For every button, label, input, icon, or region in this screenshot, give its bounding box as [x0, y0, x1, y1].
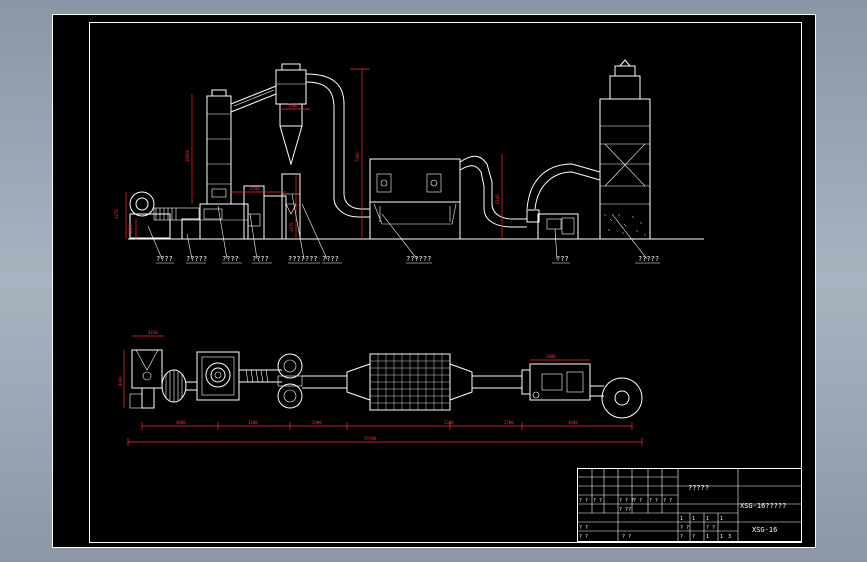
tb-cell-r7c1: ? ?: [579, 525, 588, 531]
callout-7: ??????: [406, 255, 431, 263]
dim-plan-seg-4: 5300: [444, 420, 454, 425]
tb-cell-r5c1: ? ?: [579, 498, 588, 504]
tb-right-9: 1: [706, 534, 709, 540]
tb-right-2: 1: [692, 516, 695, 522]
tb-cell-r5c6: ? ?: [663, 498, 672, 504]
dim-plan-seg-2: 3100: [248, 420, 258, 425]
tb-right-6: ? ?: [706, 525, 715, 531]
dim-elev-6: 2870: [289, 222, 294, 232]
dim-plan-top-2: 2800: [546, 354, 556, 359]
sheet-border: [52, 14, 816, 548]
dim-elev-8: 5300: [288, 103, 298, 108]
dim-plan-seg-5: 2700: [504, 420, 514, 425]
tb-right-8: ?: [692, 534, 695, 540]
title-block: ????? XSG-16????? XSG-16 ? ? ? ? ? ? ? ?…: [577, 468, 802, 542]
dim-elev-3: 10600: [185, 149, 190, 162]
dim-plan-top-1: 4410: [148, 330, 158, 335]
cad-viewport[interactable]: 2270 1850 10600 7000 5100 2870 2500 5300: [52, 14, 816, 548]
frame-border: [89, 22, 802, 543]
tb-right-3: 1: [706, 516, 709, 522]
tb-cell-r8c2: ? ?: [622, 534, 631, 540]
dim-plan-seg-6: 4400: [568, 420, 578, 425]
callout-9: ?????: [638, 255, 659, 263]
tb-right-11: 3: [728, 534, 731, 540]
callout-8: ???: [556, 255, 569, 263]
tb-right-1: 1: [680, 516, 683, 522]
tb-cell-r6c2: ? ??: [619, 507, 631, 513]
tb-cell-r5c3: ? ? ?: [619, 498, 634, 504]
callout-6: ????: [322, 255, 339, 263]
callout-3: ????: [222, 255, 239, 263]
tb-right-7: ?: [680, 534, 683, 540]
tb-cell-r8c1: ? ?: [579, 534, 588, 540]
tb-right-10: 1: [720, 534, 723, 540]
tb-cell-r5c2: ? ?: [593, 498, 602, 504]
plan-view: 4410 2800 4300 4000 3100 2900 5300 2700 …: [118, 330, 643, 446]
callout-4: ????: [252, 255, 269, 263]
tb-cell-r5c4: ? ?: [633, 498, 642, 504]
elevation-view: 2270 1850 10600 7000 5100 2870 2500 5300: [114, 59, 704, 264]
callout-5: ???????: [288, 255, 318, 263]
drawing-canvas: 2270 1850 10600 7000 5100 2870 2500 5300: [52, 14, 816, 548]
project-title: XSG-16?????: [740, 502, 786, 510]
callout-2: ?????: [186, 255, 207, 263]
callout-1: ????: [156, 255, 173, 263]
dim-plan-left: 4300: [118, 376, 123, 386]
tb-cell-r5c5: ? ?: [649, 498, 658, 504]
dim-elev-1: 2270: [114, 209, 119, 219]
dim-elev-2: 1850: [128, 224, 133, 234]
tb-right-5: ? ?: [680, 525, 689, 531]
dim-plan-overall: 29700: [364, 436, 377, 441]
dim-elev-4: 7000: [355, 152, 360, 162]
dim-plan-seg-3: 2900: [312, 420, 322, 425]
dim-plan-seg-1: 4000: [176, 420, 186, 425]
drawing-name: ?????: [688, 484, 709, 492]
dim-elev-5: 5100: [495, 194, 500, 204]
tb-right-4: 1: [720, 516, 723, 522]
dim-elev-7: 2500: [250, 186, 260, 191]
drawing-number: XSG-16: [752, 526, 777, 534]
